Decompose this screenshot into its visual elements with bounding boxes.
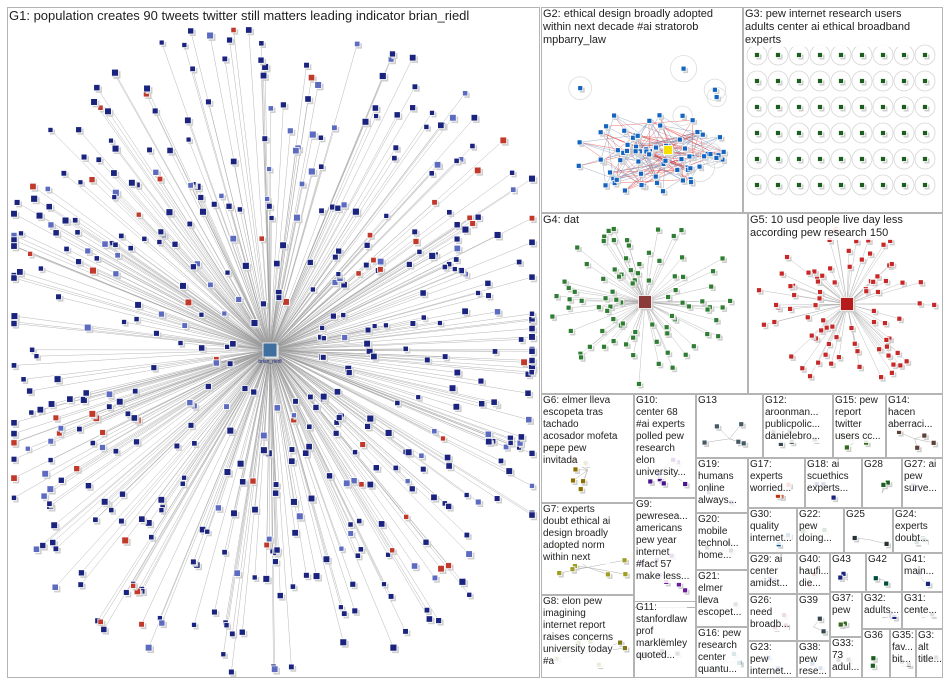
group-label-g42: G42 bbox=[868, 554, 887, 566]
group-label-g14: G14: hacen aberraci... bbox=[888, 395, 932, 431]
group-label-g35: G35: fav... bit... bbox=[892, 630, 914, 666]
group-label-g11: G11: stanfordlaw prof marklemley quoted.… bbox=[636, 602, 687, 662]
group-label-g21: G21: elmer lleva escopet... bbox=[698, 571, 741, 619]
group-label-g1: G1: population creates 90 tweets twitter… bbox=[9, 8, 469, 23]
group-box-g4 bbox=[541, 213, 748, 394]
group-label-g30: G30: quality internet... bbox=[750, 509, 792, 545]
group-label-g12: G12: aroonman... publicpolic... danieleb… bbox=[765, 395, 820, 443]
group-label-g10: G10: center 68 #ai experts polled pew re… bbox=[636, 395, 686, 479]
group-label-g23: G23: pew internet... bbox=[750, 642, 792, 677]
group-label-g25: G25 bbox=[846, 509, 865, 521]
group-label-g8: G8: elon pew imagining internet report r… bbox=[543, 596, 613, 668]
group-label-g39: G39 bbox=[799, 595, 818, 607]
group-label-g2: G2: ethical design broadly adopted withi… bbox=[543, 8, 713, 47]
group-label-g38: G38: pew rese... bbox=[799, 642, 827, 677]
group-label-g24: G24: experts doubt... bbox=[895, 509, 928, 545]
group-label-g33: G33: 73 adul... bbox=[832, 638, 859, 674]
group-label-g40: G40: haufi... die... bbox=[799, 554, 828, 590]
group-label-g6: G6: elmer lleva escopeta tras tachado ac… bbox=[543, 395, 618, 467]
group-label-g43: G43 bbox=[832, 554, 851, 566]
group-label-g9: G9: pewresea... americans pew year inter… bbox=[636, 499, 689, 583]
group-label-g22: G22: pew doing... bbox=[799, 509, 832, 545]
group-label-g13: G13 bbox=[698, 395, 717, 407]
group-label-g20: G20: mobile technol... home... bbox=[698, 514, 739, 562]
group-label-g15: G15: pew report twitter users cc... bbox=[835, 395, 881, 443]
group-label-g18: G18: ai scuethics experts... bbox=[807, 459, 849, 495]
group-label-g4: G4: dat bbox=[543, 214, 579, 227]
group-label-g3: G3: pew internet research users adults c… bbox=[745, 8, 910, 47]
group-box-g5 bbox=[748, 213, 943, 394]
group-label-g5: G5: 10 usd people live day less accordin… bbox=[750, 214, 903, 240]
group-label-g7: G7: experts doubt ethical ai design broa… bbox=[543, 504, 610, 564]
group-label-g27: G27: ai pew surve... bbox=[904, 459, 937, 495]
group-box-g1 bbox=[7, 7, 540, 678]
group-label-g36: G36 bbox=[864, 630, 883, 642]
group-label-g41: G41: main... bbox=[904, 554, 934, 578]
group-label-g3x: G3: alt title... bbox=[918, 630, 941, 666]
group-label-g19: G19: humans online always... bbox=[698, 459, 737, 507]
group-label-g32: G32: adults... bbox=[864, 593, 899, 617]
group-label-g26: G26: need broadb... bbox=[750, 595, 789, 631]
group-label-g17: G17: experts worried... bbox=[750, 459, 791, 495]
group-label-g37: G37: pew bbox=[832, 593, 854, 617]
group-label-g31: G31: cente... bbox=[904, 593, 937, 617]
group-label-g16: G16: pew research center quantu... bbox=[698, 628, 741, 676]
group-label-g29: G29: ai center amidst... bbox=[750, 554, 788, 590]
group-label-g28: G28 bbox=[864, 459, 883, 471]
